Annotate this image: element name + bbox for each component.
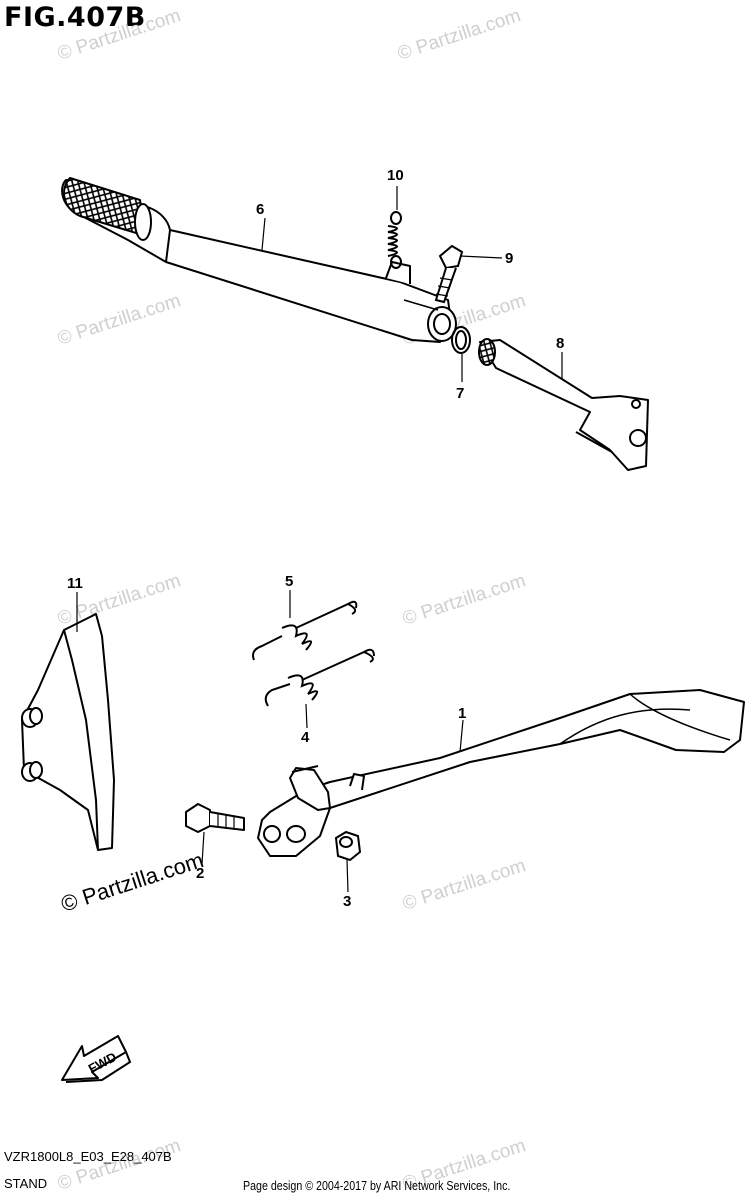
- callout-11: 11: [67, 575, 83, 592]
- callout-8: 8: [556, 335, 564, 352]
- part-10-spring: [387, 211, 402, 269]
- leader-lines: [76, 186, 563, 893]
- watermarks: © Partzilla.com © Partzilla.com © Partzi…: [55, 5, 528, 1195]
- callout-9: 9: [505, 250, 513, 267]
- callout-1: 1: [458, 705, 466, 722]
- part-6-stand-arm: [61, 177, 457, 343]
- watermark: © Partzilla.com: [55, 5, 183, 65]
- part-11-cover: [21, 613, 115, 851]
- watermark: © Partzilla.com: [395, 5, 523, 65]
- fwd-arrow: FWD: [61, 1035, 132, 1083]
- part-1-side-stand: [257, 689, 745, 857]
- watermark-main: © Partzilla.com: [58, 847, 207, 917]
- part-2-bolt: [185, 803, 245, 833]
- callout-4: 4: [301, 729, 310, 746]
- section-name: STAND: [4, 1176, 48, 1191]
- callout-2: 2: [196, 865, 204, 882]
- watermark: © Partzilla.com: [55, 1135, 183, 1195]
- diagram-code: VZR1800L8_E03_E28_407B: [4, 1149, 172, 1164]
- page-credit: Page design © 2004-2017 by ARI Network S…: [243, 1178, 511, 1193]
- part-4-spring: [264, 648, 375, 707]
- callouts: 6 10 9 7 8 11 5 4 1 2 3: [67, 167, 564, 910]
- watermark: © Partzilla.com: [55, 290, 183, 350]
- watermark: © Partzilla.com: [400, 855, 528, 915]
- callout-5: 5: [285, 573, 293, 590]
- part-3-nut: [334, 830, 362, 862]
- figure-title: FIG.407B: [4, 2, 146, 33]
- callout-10: 10: [387, 167, 404, 184]
- watermark: © Partzilla.com: [400, 570, 528, 630]
- part-8-shaft: [478, 338, 649, 471]
- part-9-bolt: [434, 244, 464, 304]
- callout-3: 3: [343, 893, 351, 910]
- callout-7: 7: [456, 385, 464, 402]
- part-5-spring: [252, 600, 358, 661]
- callout-6: 6: [256, 201, 264, 218]
- part-7-washer: [451, 326, 471, 354]
